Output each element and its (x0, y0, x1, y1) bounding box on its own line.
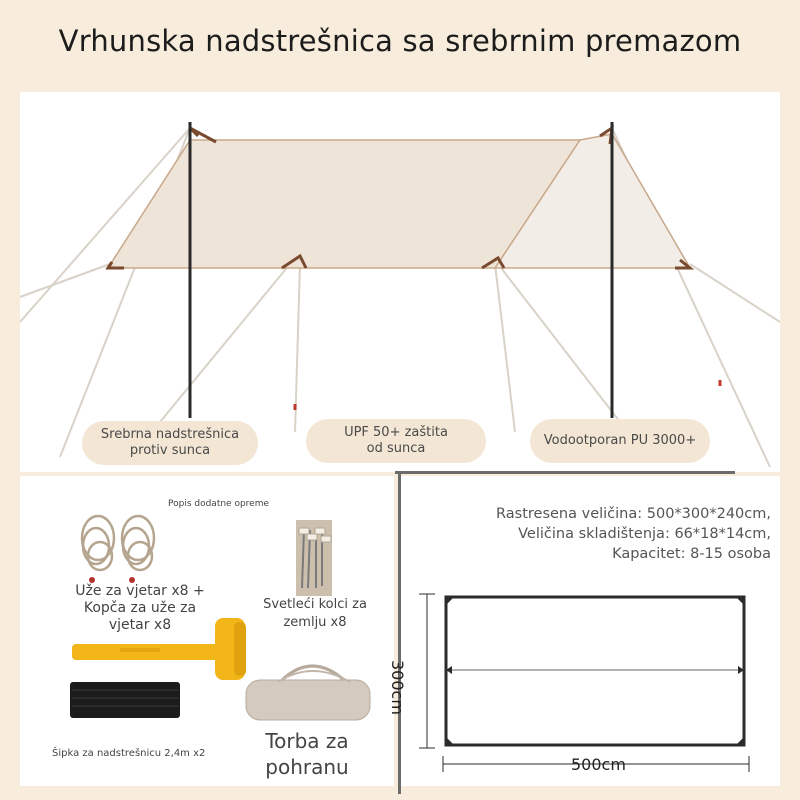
feature-pill-waterproof: Vodootporan PU 3000+ (530, 419, 710, 463)
canopy-illustration (20, 122, 780, 468)
accessory-label-bag: Torba za pohranu (265, 729, 349, 779)
width-dimension-label: 500cm (571, 755, 626, 774)
product-hero-image: Srebrna nadstrešnica protiv sunca UPF 50… (20, 92, 780, 472)
page-title: Vrhunska nadstrešnica sa srebrnim premaz… (58, 24, 742, 58)
bag-icon (245, 664, 371, 721)
spec-line-storage-size: Veličina skladištenja: 66*18*14cm, (518, 526, 771, 542)
spec-line-capacity: Kapacitet: 8-15 osoba (612, 546, 771, 562)
accessories-title: Popis dodatne opreme (168, 499, 270, 509)
accessory-label-stakes: Svetleći kolci za zemlju x8 (263, 597, 367, 630)
hammer-icon (72, 618, 246, 680)
rope-icon (80, 514, 156, 572)
spec-line-unfolded-size: Rastresena veličina: 500*300*240cm, (496, 506, 771, 522)
specs-panel: Rastresena veličina: 500*300*240cm, Veli… (388, 476, 780, 786)
accessories-illustration (70, 514, 371, 721)
poles-icon (70, 682, 180, 718)
height-dimension-label: 300cm (388, 660, 407, 715)
divider (395, 471, 735, 474)
accessory-label-rope: Uže za vjetar x8 + Kopča za uže za vjeta… (75, 583, 205, 633)
feature-pill-silver: Srebrna nadstrešnica protiv sunca (82, 421, 258, 465)
specs-text: Rastresena veličina: 500*300*240cm, Veli… (461, 504, 771, 564)
stakes-icon (296, 520, 332, 596)
feature-pill-upf: UPF 50+ zaštita od sunca (306, 419, 486, 463)
accessory-label-poles: Šipka za nadstrešnicu 2,4m x2 (52, 748, 206, 759)
dimension-diagram (419, 593, 750, 772)
divider (398, 474, 401, 794)
accessories-panel: Popis dodatne opreme (20, 476, 394, 786)
